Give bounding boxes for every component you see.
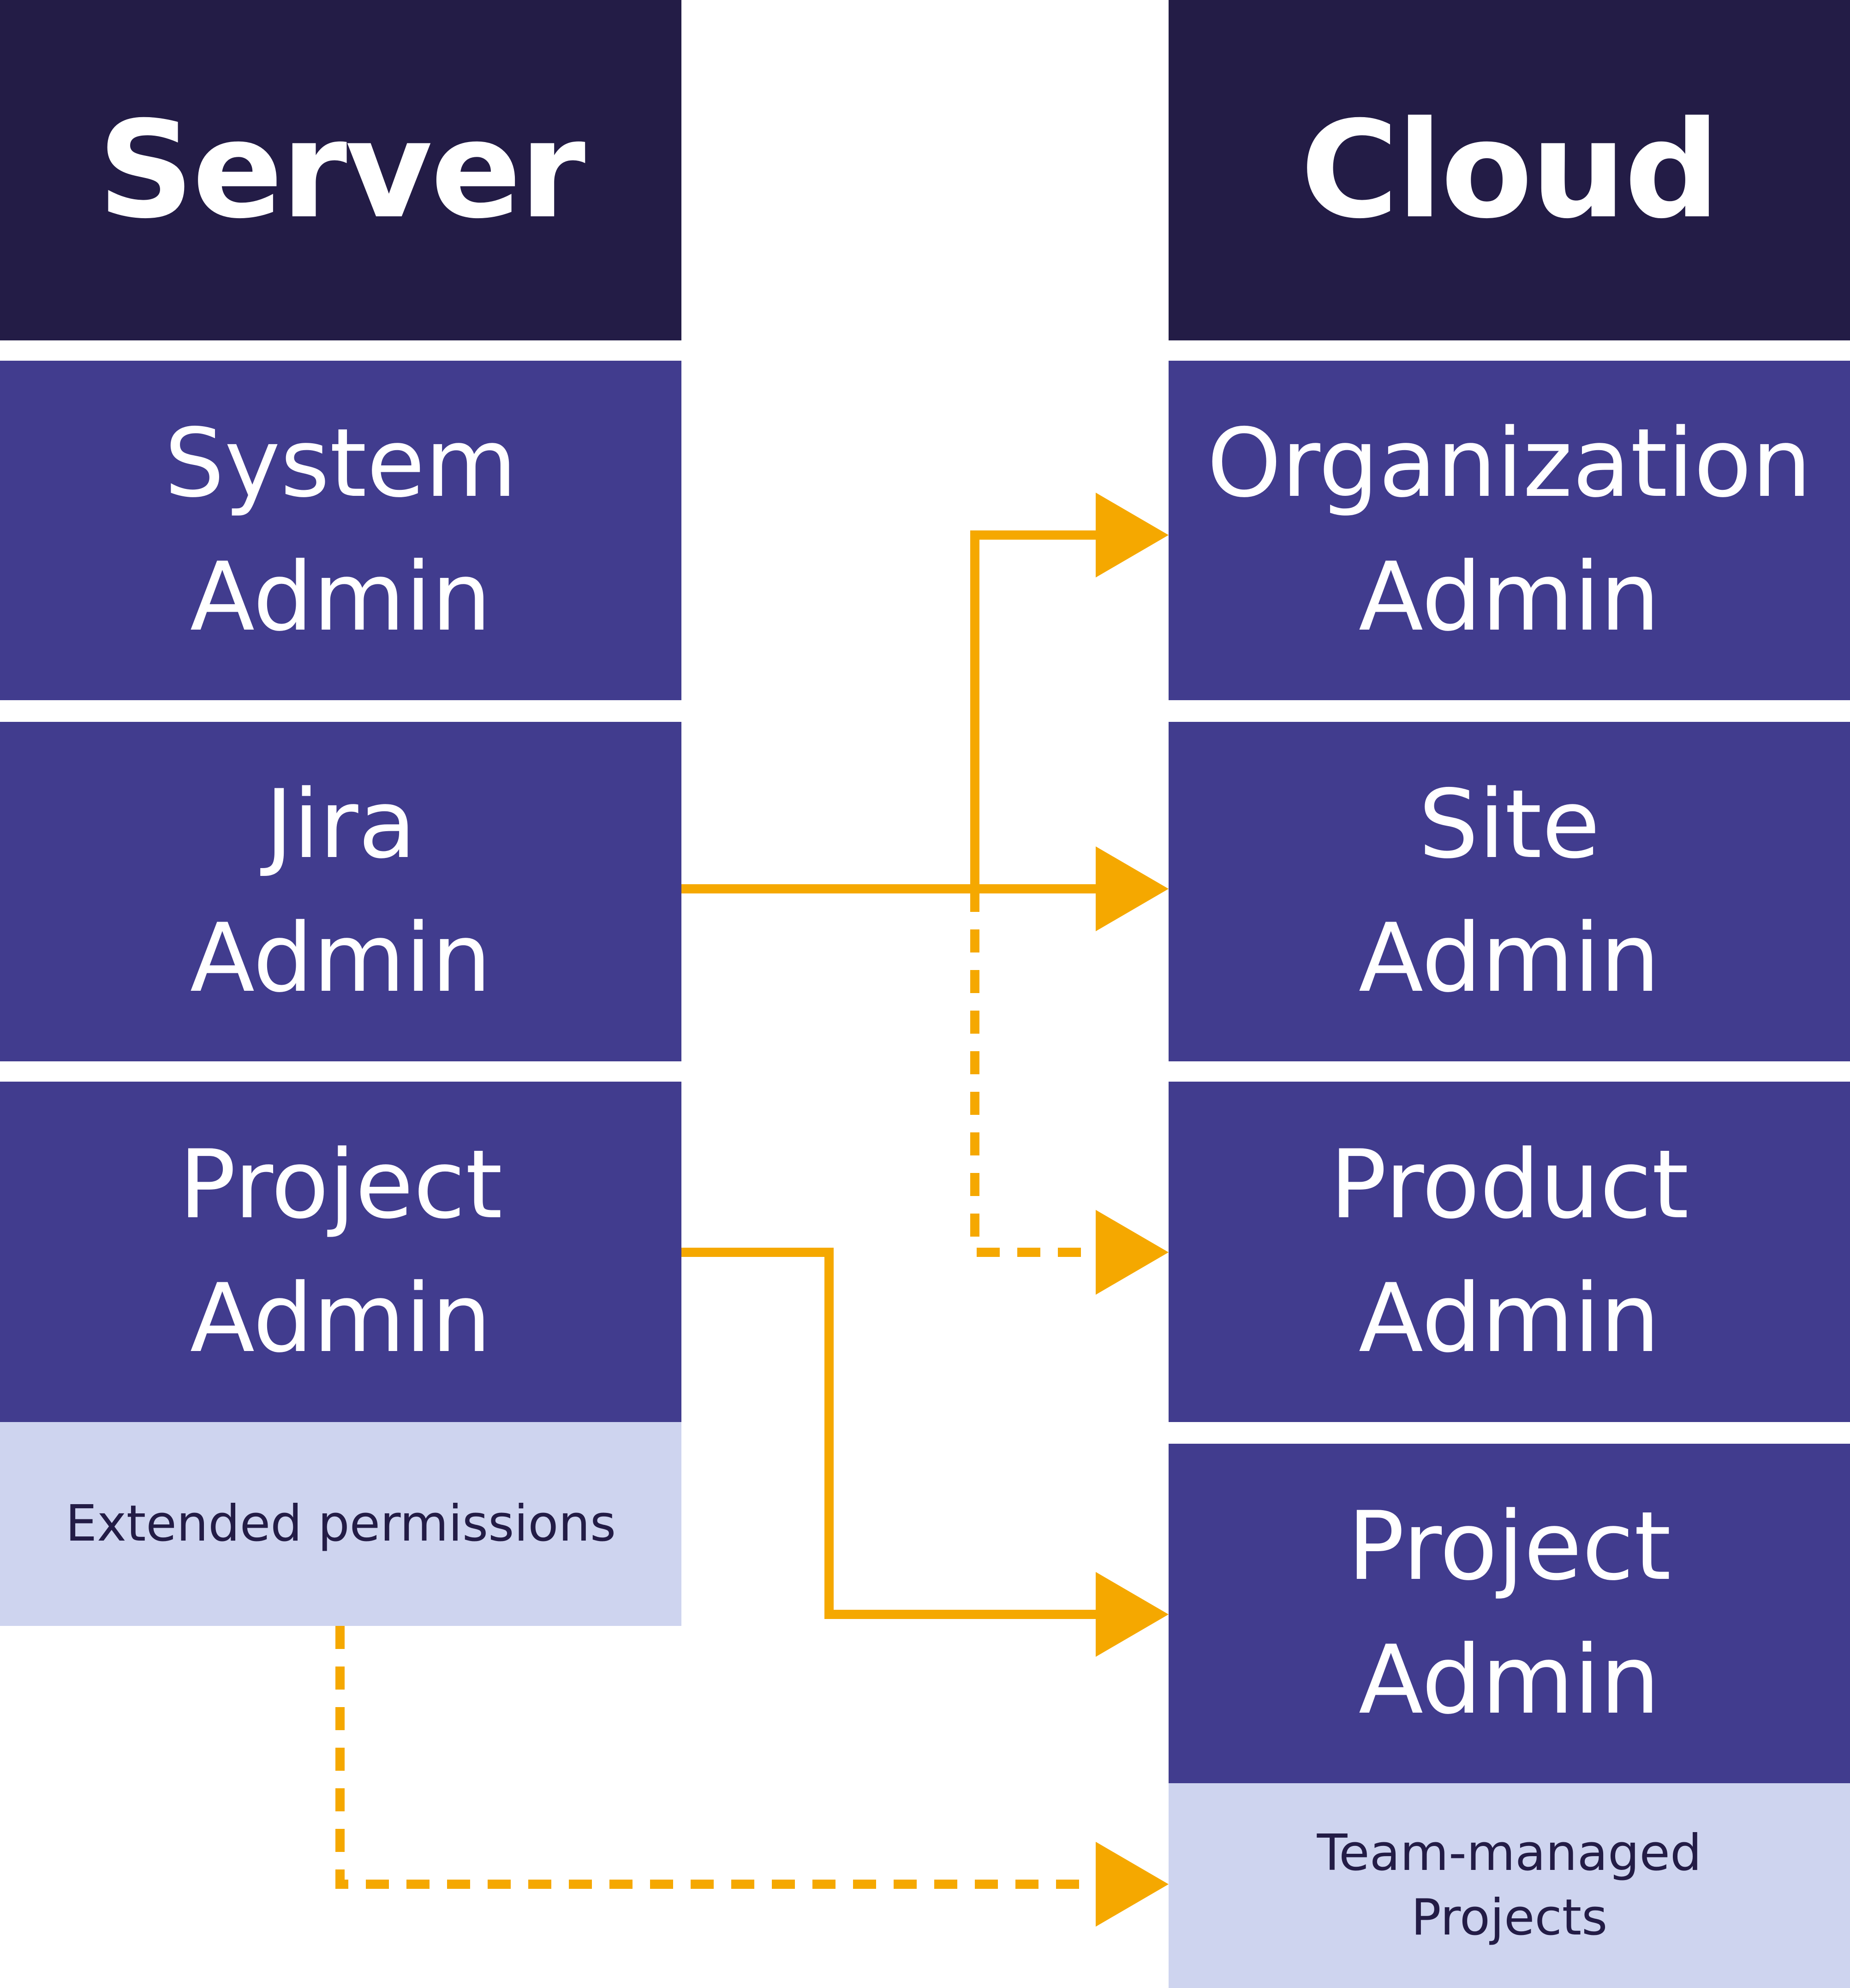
server-project-admin-box: Project Admin	[0, 1082, 681, 1422]
cloud-title: Cloud	[1300, 92, 1720, 248]
server-header: Server	[0, 0, 681, 340]
role-label-line2: Admin	[190, 1264, 492, 1374]
arrowhead-icon	[1096, 1572, 1169, 1657]
server-system-admin-box: System Admin	[0, 361, 681, 700]
role-label-line2: Admin	[1358, 1625, 1660, 1735]
cloud-project-admin-box: Project Admin	[1169, 1444, 1850, 1783]
cloud-team-managed-projects-box: Team-managed Projects	[1169, 1783, 1850, 1988]
role-label-line1: Project	[179, 1130, 503, 1240]
arrowhead-icon	[1096, 1842, 1169, 1927]
cloud-header: Cloud	[1169, 0, 1850, 340]
extension-label: Extended permissions	[65, 1495, 616, 1553]
cloud-organization-admin-box: Organization Admin	[1169, 361, 1850, 700]
role-label-line1: Product	[1330, 1130, 1689, 1240]
arrowhead-icon	[1096, 1210, 1169, 1295]
connector-jira-to-product	[970, 889, 1096, 1257]
arrowhead-icon	[1096, 846, 1169, 931]
server-extended-permissions-box: Extended permissions	[0, 1422, 681, 1626]
connector-extended-to-team-managed	[335, 1626, 1096, 1889]
extension-label-line1: Team-managed	[1317, 1824, 1702, 1882]
cloud-product-admin-box: Product Admin	[1169, 1082, 1850, 1422]
extension-label-line2: Projects	[1411, 1889, 1608, 1946]
role-label-line1: Site	[1418, 770, 1600, 880]
arrowhead-icon	[1096, 493, 1169, 577]
role-label-line1: Jira	[265, 770, 417, 880]
server-jira-admin-box: Jira Admin	[0, 722, 681, 1061]
server-title: Server	[97, 92, 585, 248]
connector-project-to-project	[681, 1248, 1096, 1619]
role-label-line1: Organization	[1207, 409, 1812, 518]
role-label-line2: Admin	[190, 542, 492, 652]
role-label-line1: System	[164, 409, 517, 518]
connector-jira-to-organization	[970, 530, 1096, 889]
role-label-line2: Admin	[1358, 1264, 1660, 1374]
role-label-line2: Admin	[190, 904, 492, 1013]
role-label-line2: Admin	[1358, 904, 1660, 1013]
role-label-line1: Project	[1347, 1492, 1671, 1601]
cloud-site-admin-box: Site Admin	[1169, 722, 1850, 1061]
role-label-line2: Admin	[1358, 542, 1660, 652]
